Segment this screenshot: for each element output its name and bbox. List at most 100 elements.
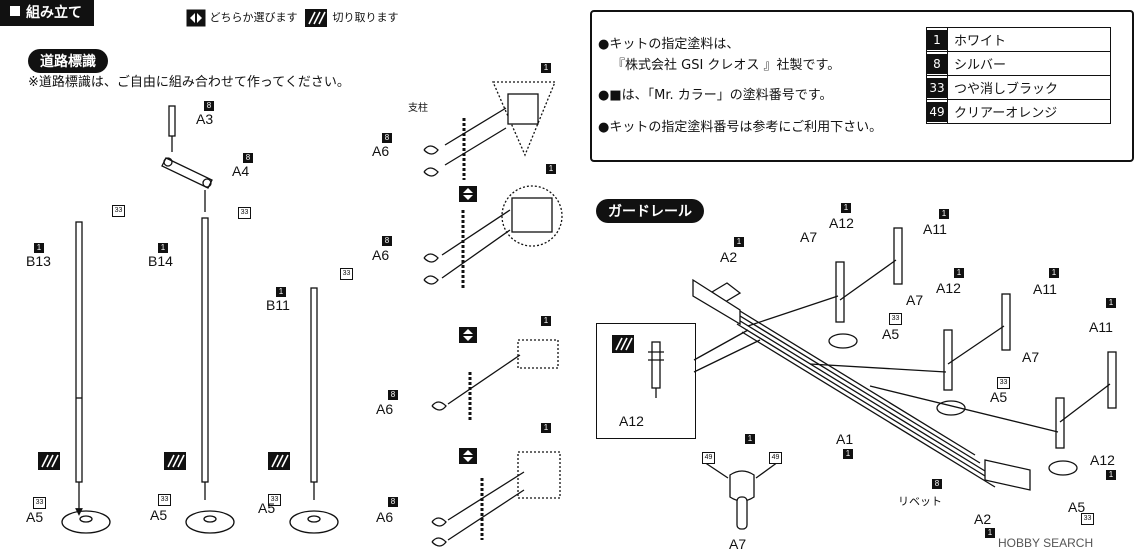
part-label-a11: A11	[923, 221, 947, 237]
square-icon	[10, 6, 20, 16]
paint-number: 33	[238, 207, 251, 219]
cut-icon	[268, 452, 290, 470]
paint-name: クリアーオレンジ	[947, 99, 1111, 124]
paint-number: 1	[954, 268, 964, 278]
part-label-a2: A2	[720, 249, 738, 265]
paint-number: 33	[927, 77, 947, 98]
paint-number: 8	[382, 133, 392, 143]
paint-number: 1	[939, 209, 949, 219]
part-label-a6: A6	[376, 509, 394, 525]
part-label-a6: A6	[376, 401, 394, 417]
paint-name: ホワイト	[947, 27, 1111, 52]
paint-number: 8	[204, 101, 214, 111]
paint-number: 1	[843, 449, 853, 459]
paint-number: 1	[927, 29, 947, 50]
part-label-a5: A5	[1068, 499, 1086, 515]
support-label: 支柱	[408, 103, 428, 114]
part-label-a5: A5	[258, 500, 276, 516]
part-label-b11: B11	[266, 297, 290, 313]
paint-number: 1	[745, 434, 755, 444]
paint-number: 1	[541, 63, 551, 73]
paint-number: 8	[927, 53, 947, 74]
paint-number: 33	[340, 268, 353, 280]
pole-b13	[61, 221, 111, 534]
paint-number: 49	[702, 452, 715, 464]
section-title: 組み立て	[26, 5, 82, 21]
paint-number: 33	[889, 313, 902, 325]
part-label-a11: A11	[1089, 319, 1113, 335]
lamp-a7	[693, 329, 779, 530]
part-label-b13: B13	[26, 253, 51, 269]
paint-note-4: ●キットの指定塗料番号は参考にご利用下さい。	[598, 120, 883, 135]
paint-number: 33	[33, 497, 46, 509]
paint-number: 1	[34, 243, 44, 253]
paint-note-3: ●■は、「Mr. カラー」の塗料番号です。	[598, 88, 833, 103]
section-header: 組み立て	[0, 0, 94, 26]
sign-triangle	[423, 81, 556, 180]
part-label-b14: B14	[148, 253, 173, 269]
paint-note-1: ●キットの指定塗料は、	[598, 37, 740, 52]
part-label-a1: A1	[836, 431, 854, 447]
guardrail-title: ガードレール	[596, 199, 704, 223]
paint-number: 49	[927, 101, 947, 122]
paint-number: 33	[158, 494, 171, 506]
choose-icon	[459, 448, 477, 464]
legend-choose: どちらか選びます	[186, 9, 298, 27]
paint-number: 33	[112, 205, 125, 217]
paint-number: 8	[243, 153, 253, 163]
road-signs-note: ※道路標識は、ご自由に組み合わせて作ってください。	[28, 75, 350, 90]
paint-number: 1	[1049, 268, 1059, 278]
paint-number: 8	[932, 479, 942, 489]
paint-number: 1	[546, 164, 556, 174]
paint-number: 33	[268, 494, 281, 506]
part-label-a5: A5	[882, 326, 900, 342]
zoom-inset	[596, 323, 696, 439]
watermark: HOBBY SEARCH	[998, 536, 1094, 550]
paint-number: 1	[541, 423, 551, 433]
part-label-a12: A12	[936, 280, 961, 296]
pole-b14	[161, 105, 235, 534]
part-label-a6: A6	[372, 143, 390, 159]
sign-round	[423, 185, 563, 290]
paint-number: 1	[1106, 298, 1116, 308]
paint-number: 33	[997, 377, 1010, 389]
part-label-a5: A5	[990, 389, 1008, 405]
paint-note-2: 『株式会社 GSI クレオス 』社製です。	[612, 58, 841, 73]
paint-number: 33	[1081, 513, 1094, 525]
part-label-a5: A5	[150, 507, 168, 523]
part-label-a3: A3	[196, 111, 214, 127]
choose-icon	[186, 9, 206, 27]
paint-number: 1	[541, 316, 551, 326]
part-label-a12: A12	[619, 413, 644, 429]
part-label-a6: A6	[372, 247, 390, 263]
part-label-a11: A11	[1033, 281, 1057, 297]
cut-icon	[38, 452, 60, 470]
paint-number: 8	[388, 390, 398, 400]
part-label-a7: A7	[729, 536, 747, 552]
part-label-a5: A5	[26, 509, 44, 525]
cut-icon	[612, 335, 634, 353]
paint-number: 1	[985, 528, 995, 538]
legend-cut-label: 切り取ります	[332, 11, 399, 24]
legend-cut: 切り取ります	[305, 9, 399, 27]
guardrail-rail	[692, 278, 1031, 491]
part-label-a4: A4	[232, 163, 250, 179]
rivet-label: リベット	[898, 495, 942, 508]
paint-info-box	[590, 10, 1134, 162]
part-label-a12: A12	[829, 215, 854, 231]
pole-b11	[289, 287, 339, 534]
paint-number: 1	[734, 237, 744, 247]
part-label-a7: A7	[800, 229, 818, 245]
part-label-a2: A2	[974, 511, 992, 527]
sign-rect-large	[431, 451, 561, 547]
paint-number: 8	[388, 497, 398, 507]
sign-rect-small	[431, 339, 559, 420]
part-label-a7: A7	[906, 292, 924, 308]
cut-icon	[164, 452, 186, 470]
road-signs-title: 道路標識	[28, 49, 108, 73]
